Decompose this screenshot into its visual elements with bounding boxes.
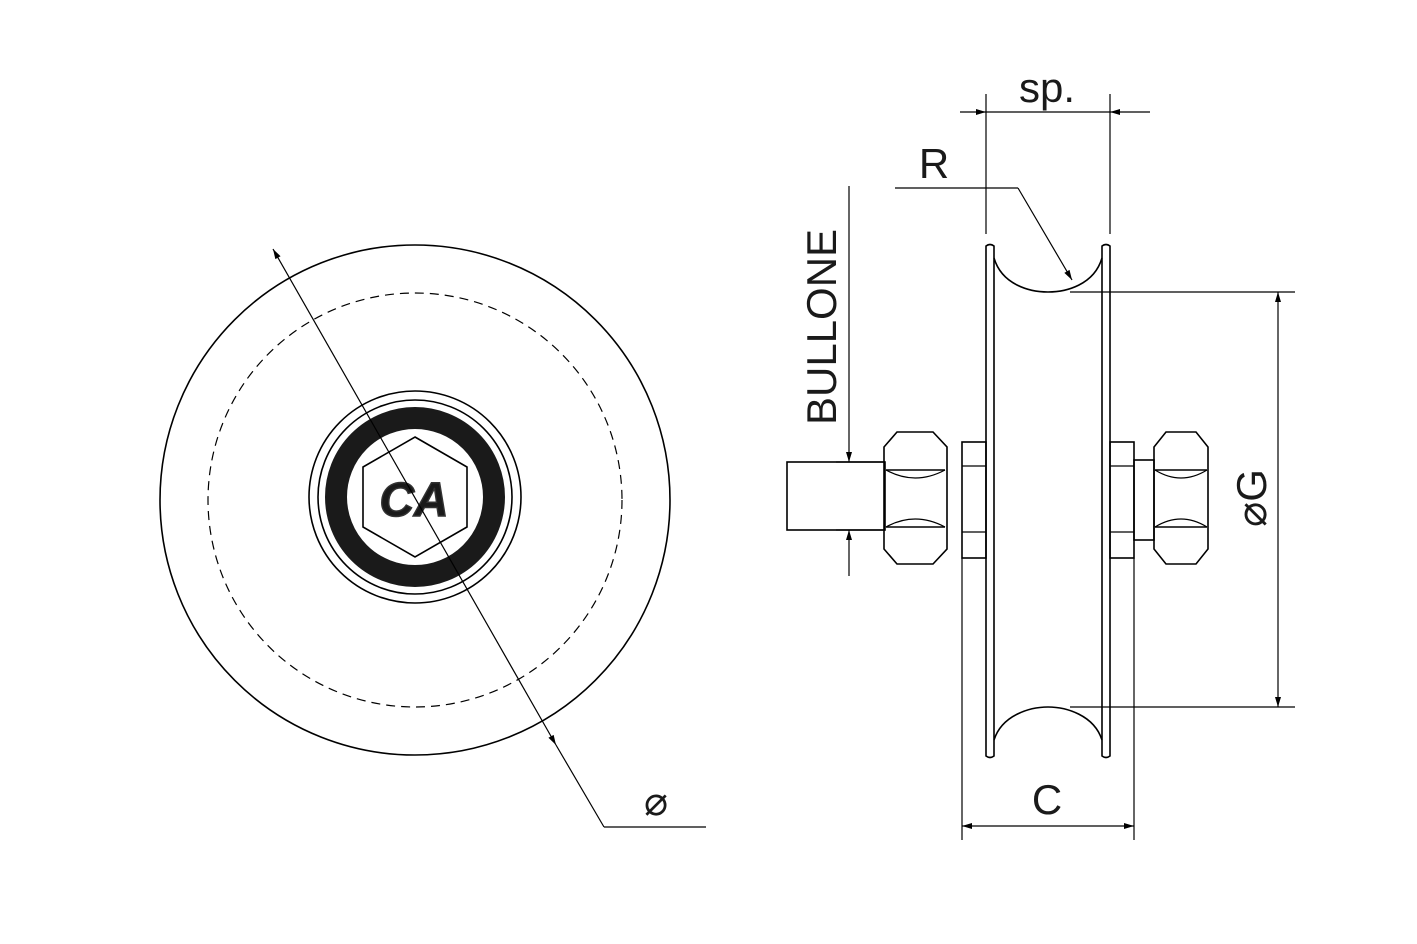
wheel-body-section xyxy=(985,243,1111,759)
ca-logo: CA xyxy=(379,473,450,527)
c-label: C xyxy=(1032,776,1062,823)
diameter-label: ⌀ xyxy=(644,780,668,824)
right-spacer xyxy=(1109,441,1135,559)
diameter-leader-line xyxy=(555,744,605,828)
front-view: CA ⌀ xyxy=(159,244,706,828)
bullone-label: BULLONE xyxy=(798,229,845,425)
sp-dimension: sp. xyxy=(960,64,1150,234)
bolt-shank xyxy=(786,461,886,531)
wheel-outer-rim xyxy=(159,244,671,756)
side-view: sp. R BULLONE ⌀G C xyxy=(786,64,1295,840)
diameter-dimension-line xyxy=(272,248,557,746)
r-dimension: R xyxy=(895,140,1073,281)
left-spacer xyxy=(961,441,987,559)
g-dimension: ⌀G xyxy=(1070,291,1295,708)
g-label: ⌀G xyxy=(1228,469,1275,527)
r-label: R xyxy=(919,140,949,187)
ca-logo-text: CA xyxy=(379,474,448,527)
right-washer xyxy=(1133,459,1155,541)
sp-label: sp. xyxy=(1019,64,1075,111)
c-dimension: C xyxy=(961,558,1135,840)
bullone-dimension: BULLONE xyxy=(798,186,885,576)
left-nut xyxy=(883,431,948,565)
right-nut xyxy=(1153,431,1209,565)
